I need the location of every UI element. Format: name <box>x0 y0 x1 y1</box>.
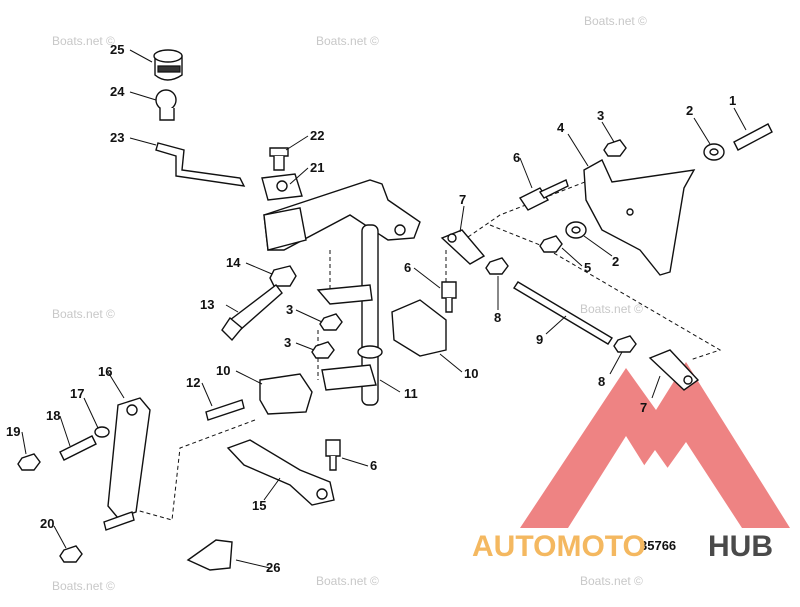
watermark: Boats.net © <box>52 34 115 48</box>
part-link-end <box>440 229 486 265</box>
part-stud <box>441 281 457 313</box>
part-bracket-plate <box>583 159 696 276</box>
part-link-arm <box>107 397 151 519</box>
watermark: Boats.net © <box>580 302 643 316</box>
leader-lines <box>21 49 747 569</box>
logo-part2: HUB <box>708 530 773 563</box>
callout-6: 6 <box>370 458 377 473</box>
callout-25: 25 <box>110 42 124 57</box>
part-nut <box>319 313 343 331</box>
part-nut <box>311 341 335 359</box>
part-linkage-rod <box>226 439 335 506</box>
part-block <box>391 299 447 357</box>
callout-7: 7 <box>640 400 647 415</box>
callout-16: 16 <box>98 364 112 379</box>
figure-number: 35766 <box>640 538 676 553</box>
callout-10: 10 <box>464 366 478 381</box>
callout-18: 18 <box>46 408 60 423</box>
part-spring-screw <box>221 284 283 342</box>
callout-labels: 25 24 23 22 21 14 13 3 3 12 10 16 17 18 … <box>6 42 736 575</box>
callout-7: 7 <box>459 192 466 207</box>
part-washer <box>565 221 587 239</box>
part-screw <box>733 123 773 151</box>
part-bolt <box>103 511 135 531</box>
part-screw <box>269 147 289 171</box>
callout-9: 9 <box>536 332 543 347</box>
callout-3: 3 <box>286 302 293 317</box>
callout-8: 8 <box>494 310 501 325</box>
watermark: Boats.net © <box>580 574 643 588</box>
part-nut <box>485 257 509 275</box>
callout-6: 6 <box>404 260 411 275</box>
callout-24: 24 <box>110 84 125 99</box>
part-threaded-rod <box>513 281 613 345</box>
callout-19: 19 <box>6 424 20 439</box>
part-cap <box>153 49 183 81</box>
logo-text: AUTOMOTO HUB <box>472 530 773 563</box>
watermark: Boats.net © <box>52 307 115 321</box>
callout-13: 13 <box>200 297 214 312</box>
watermark: Boats.net © <box>52 579 115 593</box>
part-nut <box>613 335 637 353</box>
callout-17: 17 <box>70 386 84 401</box>
callout-6: 6 <box>513 150 520 165</box>
part-block <box>259 373 313 415</box>
part-nut <box>603 139 627 157</box>
callout-15: 15 <box>252 498 266 513</box>
callout-21: 21 <box>310 160 324 175</box>
callout-26: 26 <box>266 560 280 575</box>
part-nut <box>59 545 83 563</box>
part-nut <box>17 453 41 471</box>
callout-3: 3 <box>597 108 604 123</box>
callout-23: 23 <box>110 130 124 145</box>
callout-5: 5 <box>584 260 591 275</box>
callout-10: 10 <box>216 363 230 378</box>
callout-20: 20 <box>40 516 54 531</box>
part-link-end <box>648 349 700 391</box>
callout-14: 14 <box>226 255 241 270</box>
callout-2: 2 <box>612 254 619 269</box>
callout-22: 22 <box>310 128 324 143</box>
part-shaft-assembly <box>316 224 383 406</box>
part-throttle-arm <box>263 179 421 251</box>
logo-triangle <box>520 362 790 528</box>
callout-1: 1 <box>729 93 736 108</box>
part-nut <box>269 265 297 287</box>
part-ball-socket <box>155 89 177 121</box>
part-screw <box>205 399 245 421</box>
callout-11: 11 <box>404 386 418 401</box>
part-clip <box>186 539 233 571</box>
part-small-lever <box>261 173 303 201</box>
callout-12: 12 <box>186 375 200 390</box>
watermark: Boats.net © <box>316 34 379 48</box>
watermark: Boats.net © <box>316 574 379 588</box>
part-nut <box>539 235 563 253</box>
logo-part1: AUTOMOTO <box>472 530 646 563</box>
part-washer <box>703 143 725 161</box>
callout-3: 3 <box>284 335 291 350</box>
part-washer <box>94 426 110 438</box>
watermark: Boats.net © <box>584 14 647 28</box>
part-stud <box>325 439 341 471</box>
part-rod <box>155 142 246 187</box>
part-stud <box>518 179 569 211</box>
callout-8: 8 <box>598 374 605 389</box>
callout-2: 2 <box>686 103 693 118</box>
part-bolt <box>59 435 97 461</box>
callout-4: 4 <box>557 120 565 135</box>
